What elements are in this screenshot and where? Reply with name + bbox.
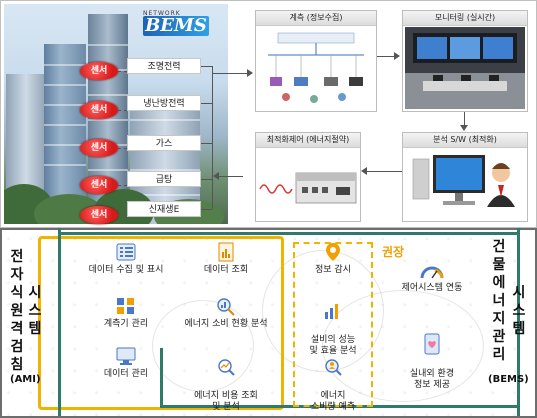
building-photo xyxy=(4,4,228,224)
gear-chart-icon xyxy=(325,304,338,319)
card-title: 분석 S/W xyxy=(433,135,467,144)
ami-bems-comparison-panel: 권장 전자식원격검침 시스템 (AMI) 건물에너지관리 시스템 (BEMS) … xyxy=(0,228,537,418)
card-subtitle: (최적화) xyxy=(468,135,497,144)
bems-system-label: 시스템 xyxy=(512,285,526,337)
card-subtitle: (정보수집) xyxy=(306,13,343,22)
sensor-item-renewable: 신재생E xyxy=(127,201,201,217)
magnifier-chart-icon xyxy=(217,298,235,316)
gauge-icon xyxy=(420,266,444,279)
magnifier-person-icon xyxy=(325,359,342,376)
sensor-badge: 센서 xyxy=(80,206,118,224)
phone-heart-icon xyxy=(424,333,440,355)
list-icon xyxy=(116,243,136,261)
recommended-label: 권장 xyxy=(382,245,405,259)
ami-abbr: (AMI) xyxy=(10,374,41,385)
sensor-badge: 센서 xyxy=(80,62,118,80)
ami-system-label: 시스템 xyxy=(28,285,42,337)
logo-network-text: NETWORK xyxy=(143,10,181,17)
location-pin-icon xyxy=(326,243,340,261)
bems-title: 건물에너지관리 xyxy=(492,239,506,363)
meter-grid-icon xyxy=(117,298,134,314)
sensor-badge: 센서 xyxy=(80,176,118,194)
network-diagram-icon xyxy=(268,32,364,103)
bems-overview-panel: NETWORK BEMS 센서 조명전력 센서 냉난방전력 센서 가스 센서 급… xyxy=(0,0,537,228)
card-optimization-control: 최적화제어 (에너지절약) xyxy=(255,132,361,222)
ami-region xyxy=(38,236,284,410)
card-analysis: 분석 S/W (최적화) xyxy=(402,132,528,222)
sensor-badge: 센서 xyxy=(80,101,118,119)
feature-cost-analysis: 에너지 비용 조회 및 분석 xyxy=(170,346,282,413)
bems-logo: BEMS xyxy=(143,16,209,36)
card-title: 모니터링 xyxy=(434,13,465,22)
sensor-item-lighting: 조명전력 xyxy=(127,58,201,74)
feature-data-collection: 데이터 수집 및 표시 xyxy=(74,242,178,276)
sensor-badge: 센서 xyxy=(80,139,118,157)
monitor-icon xyxy=(116,347,136,365)
feature-consumption-analysis: 에너지 소비 현황 분석 xyxy=(170,296,282,330)
card-title: 계측 xyxy=(289,13,305,22)
feature-efficiency-analysis: 설비의 성능 및 효율 분석 xyxy=(294,290,372,357)
card-measurement: 계측 (정보수집) xyxy=(255,10,377,112)
card-subtitle: (에너지절약) xyxy=(306,135,350,144)
feature-control-integration: 제어시스템 연동 xyxy=(380,262,484,294)
card-monitoring: 모니터링 (실시간) xyxy=(402,10,528,112)
ami-title: 전자식원격검침 xyxy=(10,249,24,373)
sensor-item-hotwater: 급탕 xyxy=(127,171,201,187)
feature-monitoring: 정보 감시 xyxy=(294,242,372,276)
controller-device-icon xyxy=(259,172,357,204)
bems-region xyxy=(58,228,520,416)
analyst-computer-icon xyxy=(412,155,515,207)
bems-abbr: (BEMS) xyxy=(488,374,529,385)
sensor-item-hvac: 냉난방전력 xyxy=(127,95,201,111)
feature-data-management: 데이터 관리 xyxy=(74,346,178,380)
card-subtitle: (실시간) xyxy=(466,13,496,22)
control-room-icon xyxy=(405,27,525,109)
magnifier-graph-icon xyxy=(218,359,235,376)
feature-environment-info: 실내외 환경 정보 제공 xyxy=(380,322,484,391)
document-chart-icon xyxy=(218,242,234,262)
feature-meter-management: 계측기 관리 xyxy=(74,296,178,330)
card-title: 최적화제어 xyxy=(266,135,304,144)
feature-consumption-forecast: 에너지 소비량 예측 xyxy=(294,346,372,413)
sensor-item-gas: 가스 xyxy=(127,135,201,151)
feature-data-query: 데이터 조회 xyxy=(170,242,282,276)
